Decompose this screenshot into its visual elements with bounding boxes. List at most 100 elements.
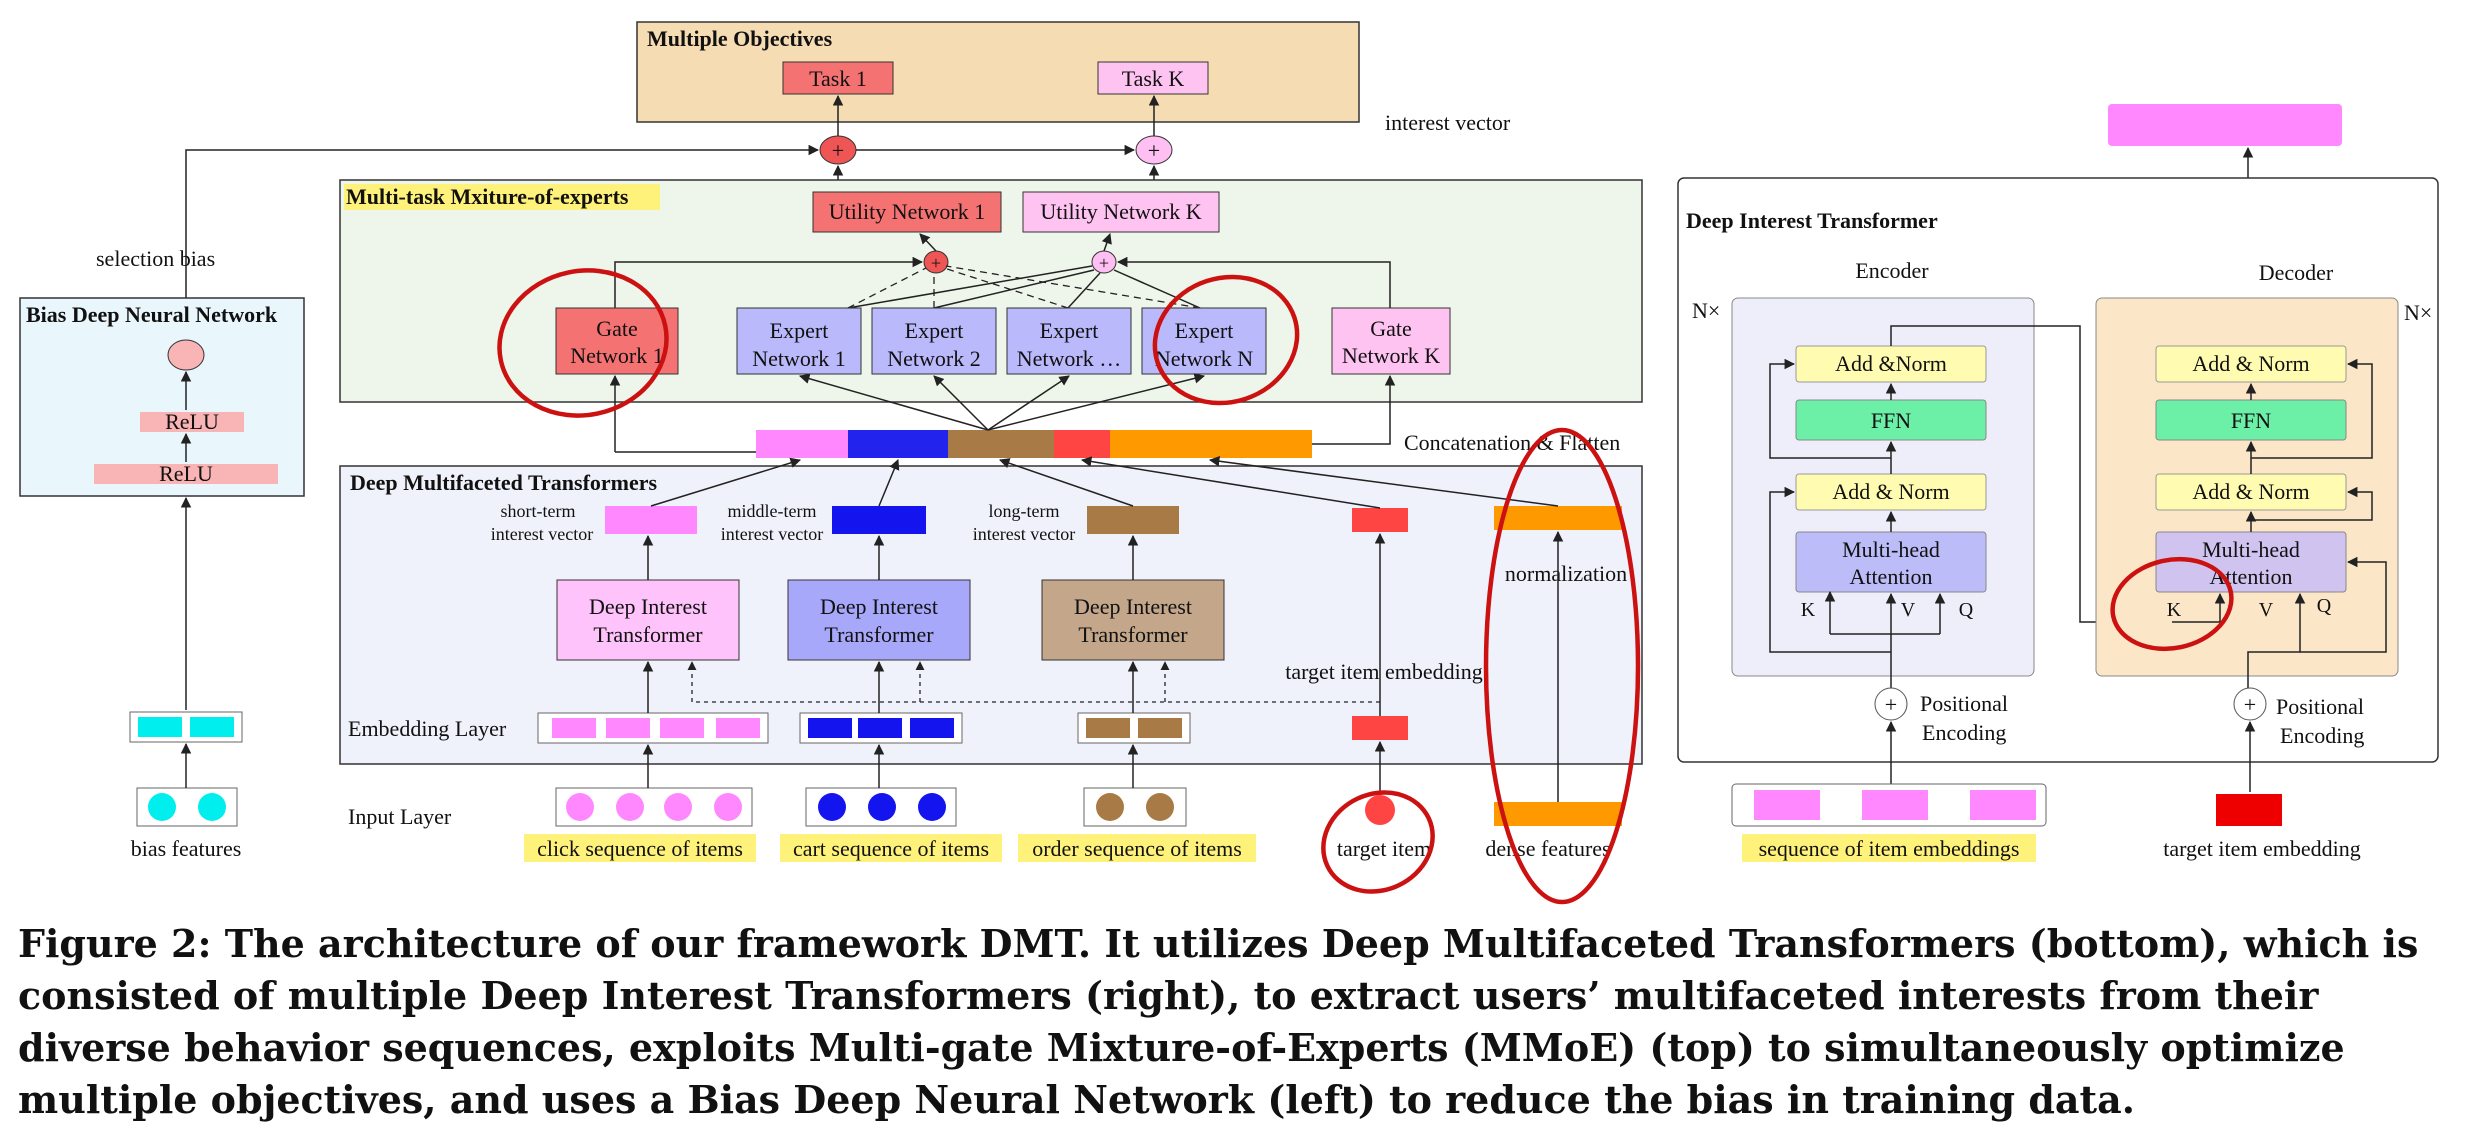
concat-segment-orange bbox=[1110, 430, 1312, 458]
cart-embedding-cell bbox=[808, 718, 852, 738]
decoder-k-label: K bbox=[2167, 599, 2182, 621]
click-seq-highlight bbox=[524, 834, 756, 862]
decoder-add-norm-top bbox=[2155, 345, 2347, 383]
figure-caption: Figure 2: The architecture of our framew… bbox=[18, 921, 2419, 1122]
click-item-node bbox=[664, 793, 692, 821]
target-item-node bbox=[1365, 795, 1395, 825]
relu-layer-1 bbox=[94, 464, 278, 484]
annotation-circle-gate bbox=[497, 268, 669, 418]
dense-feature-vector bbox=[1494, 506, 1622, 530]
target-item-embedding-right bbox=[2216, 794, 2282, 826]
bias-feature-node bbox=[198, 793, 226, 821]
expert-network-dots bbox=[1006, 307, 1132, 375]
target-item-vector bbox=[1352, 508, 1408, 532]
expert-network-dots-line1: Expert bbox=[1040, 318, 1099, 343]
bias-embedding-cell bbox=[138, 717, 182, 737]
seq-item-emb-label: sequence of item embeddings bbox=[1759, 836, 2020, 861]
decoder-positional-add-node bbox=[2233, 687, 2267, 721]
long-term-label-1: long-term bbox=[989, 501, 1060, 521]
plus-icon: + bbox=[931, 253, 941, 273]
expert-network-2 bbox=[871, 307, 997, 375]
annotation-circle-expert-n bbox=[1152, 274, 1300, 406]
encoder-k-label: K bbox=[1801, 599, 1816, 621]
multiple-objectives-panel bbox=[636, 21, 1360, 123]
dit-long-term-line2: Transformer bbox=[1078, 622, 1188, 647]
decoder-nx-label: N× bbox=[2404, 300, 2432, 325]
target-item-embedding-label: target item embedding bbox=[1285, 659, 1483, 684]
decoder-pos-enc-line2: Encoding bbox=[2280, 723, 2364, 748]
expert-network-2-line2: Network 2 bbox=[887, 346, 980, 371]
dense-features-bar bbox=[1494, 802, 1622, 826]
encoder-add-norm-top-label: Add &Norm bbox=[1835, 351, 1947, 376]
utility-network-k-label: Utility Network K bbox=[1040, 199, 1201, 224]
cart-seq-highlight bbox=[780, 834, 1002, 862]
relu-layer-2 bbox=[140, 412, 244, 432]
click-embedding-cell bbox=[716, 718, 760, 738]
encoder-q-label: Q bbox=[1959, 599, 1974, 621]
encoder-mha-line2: Attention bbox=[1849, 564, 1932, 589]
gate-network-1-line1: Gate bbox=[596, 316, 638, 341]
dit-middle-term bbox=[787, 579, 971, 661]
bias-features-label: bias features bbox=[131, 836, 242, 861]
gate-network-k-line2: Network K bbox=[1342, 343, 1440, 368]
concat-segment-brown bbox=[948, 430, 1054, 458]
encoder-nx-label: N× bbox=[1692, 298, 1720, 323]
expert-network-n-line2: Network N bbox=[1155, 346, 1253, 371]
decoder-v-label: V bbox=[2259, 599, 2274, 621]
cart-embedding-cell bbox=[858, 718, 902, 738]
multiple-objectives-title: Multiple Objectives bbox=[647, 26, 833, 51]
cart-item-node bbox=[818, 793, 846, 821]
click-embedding-cell bbox=[660, 718, 704, 738]
task-k-box bbox=[1097, 61, 1209, 95]
encoder-mha-line1: Multi-head bbox=[1842, 537, 1940, 562]
interest-vector-label: interest vector bbox=[1385, 110, 1511, 135]
dmt-architecture-diagram: Multiple Objectives Task 1 Task K + + se… bbox=[19, 21, 2439, 905]
plus-icon: + bbox=[1885, 692, 1897, 717]
sequence-embedding-cell bbox=[1754, 790, 1820, 820]
encoder-pos-enc-line1: Positional bbox=[1920, 691, 2008, 716]
task-1-label: Task 1 bbox=[809, 66, 867, 91]
order-item-node bbox=[1146, 793, 1174, 821]
concat-segment-pink bbox=[756, 430, 848, 458]
annotation-circle-dense bbox=[1483, 427, 1641, 905]
decoder-label: Decoder bbox=[2259, 260, 2334, 285]
decoder-mha-line1: Multi-head bbox=[2202, 537, 2300, 562]
short-term-interest-vector bbox=[605, 506, 697, 534]
seq-item-emb-highlight bbox=[1742, 834, 2036, 862]
task-1-box bbox=[782, 61, 894, 95]
order-seq-label: order sequence of items bbox=[1032, 836, 1242, 861]
plus-icon: + bbox=[1099, 253, 1109, 273]
sequence-embedding-cell bbox=[1970, 790, 2036, 820]
order-embedding-cell bbox=[1138, 718, 1182, 738]
click-item-node bbox=[566, 793, 594, 821]
dit-middle-term-line2: Transformer bbox=[824, 622, 934, 647]
expert-network-dots-line2: Network … bbox=[1017, 346, 1121, 371]
annotation-circle-decoder-kv bbox=[2110, 556, 2234, 652]
click-embedding-cell bbox=[606, 718, 650, 738]
mmoe-title: Multi-task Mxiture-of-experts bbox=[346, 184, 629, 209]
interest-vector-bar bbox=[2108, 104, 2342, 146]
encoder-add-norm-bottom-label: Add & Norm bbox=[1832, 479, 1949, 504]
dit-long-term-line1: Deep Interest bbox=[1074, 594, 1192, 619]
relu-layer-1-label: ReLU bbox=[159, 461, 213, 486]
middle-term-interest-vector bbox=[832, 506, 926, 534]
order-embedding-cell bbox=[1086, 718, 1130, 738]
input-layer-label: Input Layer bbox=[348, 804, 452, 829]
gate-network-1-line2: Network 1 bbox=[570, 343, 663, 368]
mmoe-title-highlight bbox=[344, 184, 660, 210]
plus-icon: + bbox=[2244, 692, 2256, 717]
dit-detail-title: Deep Interest Transformer bbox=[1686, 208, 1938, 233]
task-k-label: Task K bbox=[1122, 66, 1185, 91]
bias-dnn-title: Bias Deep Neural Network bbox=[26, 302, 278, 327]
click-item-node bbox=[714, 793, 742, 821]
gate-network-1 bbox=[555, 307, 679, 375]
encoder-pos-enc-line2: Encoding bbox=[1922, 720, 2006, 745]
decoder-add-norm-bottom-label: Add & Norm bbox=[2192, 479, 2309, 504]
expert-network-1-line1: Expert bbox=[770, 318, 829, 343]
cart-item-node bbox=[918, 793, 946, 821]
relu-layer-2-label: ReLU bbox=[165, 409, 219, 434]
short-term-label-2: interest vector bbox=[491, 524, 593, 544]
expert-network-1-line2: Network 1 bbox=[752, 346, 845, 371]
middle-term-label-2: interest vector bbox=[721, 524, 823, 544]
bias-dnn-panel bbox=[19, 297, 305, 497]
